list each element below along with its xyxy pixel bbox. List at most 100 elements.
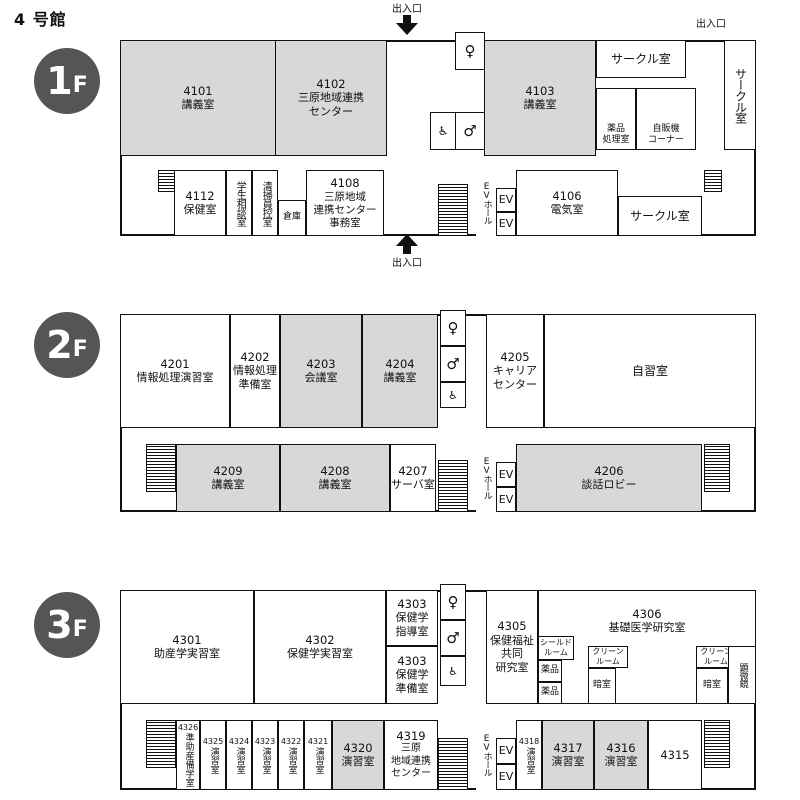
room-4319[interactable]: 4319 三原 地域連携 センター — [384, 720, 438, 790]
room-4305[interactable]: 4305 保健福祉 共同 研究室 — [486, 590, 538, 704]
room-name: サーバ室 — [391, 478, 435, 492]
room-4303-guidance[interactable]: 4303 保健学 指導室 — [386, 590, 438, 646]
female-toilet-icon: ♀ — [455, 32, 485, 70]
circle-room-1[interactable]: サークル室 — [596, 40, 686, 78]
room-4301[interactable]: 4301 助産学実習室 — [120, 590, 254, 704]
room-number: 4102 — [316, 77, 346, 92]
room-number: 4321 — [307, 736, 329, 746]
room-number: 4324 — [228, 736, 250, 746]
storage-room[interactable]: 倉庫 — [278, 200, 306, 236]
room-4325[interactable]: 4325 演習室 — [200, 720, 226, 790]
room-name: 講義室 — [383, 371, 417, 385]
student-counseling-room[interactable]: 学生相談室 — [226, 170, 252, 236]
room-4316[interactable]: 4316 演習室 — [594, 720, 648, 790]
stairs-east-2f — [704, 444, 730, 492]
arrow-shaft — [403, 15, 411, 23]
dark-room-2[interactable]: 暗室 — [696, 668, 728, 704]
room-4108[interactable]: 4108 三原地域 連携センター 事務室 — [306, 170, 384, 236]
room-4112[interactable]: 4112 保健室 — [174, 170, 226, 236]
floor-suffix: F — [72, 73, 88, 98]
elevator-2[interactable]: EV — [496, 764, 516, 790]
cleaner-room[interactable]: 清掃員控室 — [252, 170, 278, 236]
room-4102[interactable]: 4102 三原地域連携 センター — [275, 40, 387, 156]
room-number: 4315 — [660, 747, 690, 762]
room-number: 4206 — [594, 463, 624, 478]
room-4322[interactable]: 4322 演習室 — [278, 720, 304, 790]
chemical-room-1[interactable]: 薬品 — [538, 660, 562, 682]
room-number: 4201 — [160, 356, 190, 371]
elevator-1[interactable]: EV — [496, 738, 516, 764]
arrow-up-icon — [396, 234, 418, 246]
room-number: 4303 — [397, 597, 427, 612]
room-4204[interactable]: 4204 講義室 — [362, 314, 438, 428]
elevator-1[interactable]: EV — [496, 188, 516, 212]
room-number: 4316 — [606, 740, 636, 755]
room-4323[interactable]: 4323 演習室 — [252, 720, 278, 790]
room-name: 保健学 準備室 — [395, 668, 429, 696]
floor-suffix: F — [72, 337, 88, 362]
room-4326[interactable]: 4326 準助産備学室 — [176, 720, 200, 790]
room-number: 4203 — [306, 356, 336, 371]
room-4317[interactable]: 4317 演習室 — [542, 720, 594, 790]
self-study-room[interactable]: 自習室 — [544, 314, 756, 428]
room-4205[interactable]: 4205 キャリア センター — [486, 314, 544, 428]
room-number: 4326 — [177, 723, 199, 732]
room-name: 講義室 — [523, 98, 557, 112]
elevator-1[interactable]: EV — [496, 462, 516, 487]
room-4201[interactable]: 4201 情報処理演習室 — [120, 314, 230, 428]
room-4106[interactable]: 4106 電気室 — [516, 170, 618, 236]
room-4320[interactable]: 4320 演習室 — [332, 720, 384, 790]
chemical-processing-room[interactable]: 薬品 処理室 — [596, 88, 636, 150]
circle-room-3[interactable]: サークル室 — [618, 196, 702, 236]
room-4207[interactable]: 4207 サーバ室 — [390, 444, 436, 512]
elevator-2[interactable]: EV — [496, 487, 516, 512]
vending-corner[interactable]: 自販機 コーナー — [636, 88, 696, 150]
stairs-west-2f — [146, 444, 176, 492]
room-4203[interactable]: 4203 会議室 — [280, 314, 362, 428]
elevator-2[interactable]: EV — [496, 212, 516, 236]
room-number: 4202 — [240, 350, 270, 365]
room-4208[interactable]: 4208 講義室 — [280, 444, 390, 512]
room-number: 4106 — [552, 188, 582, 203]
floor-suffix: F — [72, 617, 88, 642]
room-4303-preparation[interactable]: 4303 保健学 準備室 — [386, 646, 438, 704]
room-4318[interactable]: 4318 演習室 — [516, 720, 542, 790]
room-name: 演習室 — [286, 746, 297, 774]
arrow-down-icon — [396, 23, 418, 35]
floor-number: 2 — [46, 323, 73, 367]
dark-room-1[interactable]: 暗室 — [588, 668, 616, 704]
circle-room-2[interactable]: サークル室 — [724, 40, 756, 150]
room-4315[interactable]: 4315 — [648, 720, 702, 790]
room-name: 演習室 — [234, 746, 245, 774]
chemical-room-2[interactable]: 薬品 — [538, 682, 562, 704]
room-number: 4301 — [172, 632, 202, 647]
room-4321[interactable]: 4321 演習室 — [304, 720, 332, 790]
room-4209[interactable]: 4209 講義室 — [176, 444, 280, 512]
floor-number: 3 — [46, 603, 73, 647]
stairs-east-3f — [704, 720, 730, 768]
male-toilet-icon: ♂ — [455, 112, 485, 150]
room-number: 4306 — [632, 607, 662, 621]
room-name: 保健学 指導室 — [395, 611, 429, 639]
room-number: 4319 — [396, 729, 426, 744]
room-4101[interactable]: 4101 講義室 — [120, 40, 276, 156]
shield-room[interactable]: シールド ルーム — [538, 636, 574, 660]
room-number: 4204 — [385, 356, 415, 371]
room-number: 4103 — [525, 83, 555, 98]
microscope-room[interactable]: 顕微鏡 — [728, 646, 756, 704]
room-4302[interactable]: 4302 保健学実習室 — [254, 590, 386, 704]
room-4202[interactable]: 4202 情報処理 準備室 — [230, 314, 280, 428]
room-4324[interactable]: 4324 演習室 — [226, 720, 252, 790]
room-4103[interactable]: 4103 講義室 — [484, 40, 596, 156]
room-number: 4305 — [497, 619, 527, 634]
entrance-label: 出入口 — [696, 19, 726, 30]
room-number: 4205 — [500, 350, 530, 365]
room-name: 基礎医学研究室 — [608, 621, 686, 635]
clean-room-1[interactable]: クリーン ルーム — [588, 646, 628, 668]
room-name: 保健福祉 共同 研究室 — [490, 633, 534, 675]
room-number: 4322 — [280, 736, 302, 746]
room-4206[interactable]: 4206 談話ロビー — [516, 444, 702, 512]
room-name: 演習室 — [208, 746, 219, 774]
